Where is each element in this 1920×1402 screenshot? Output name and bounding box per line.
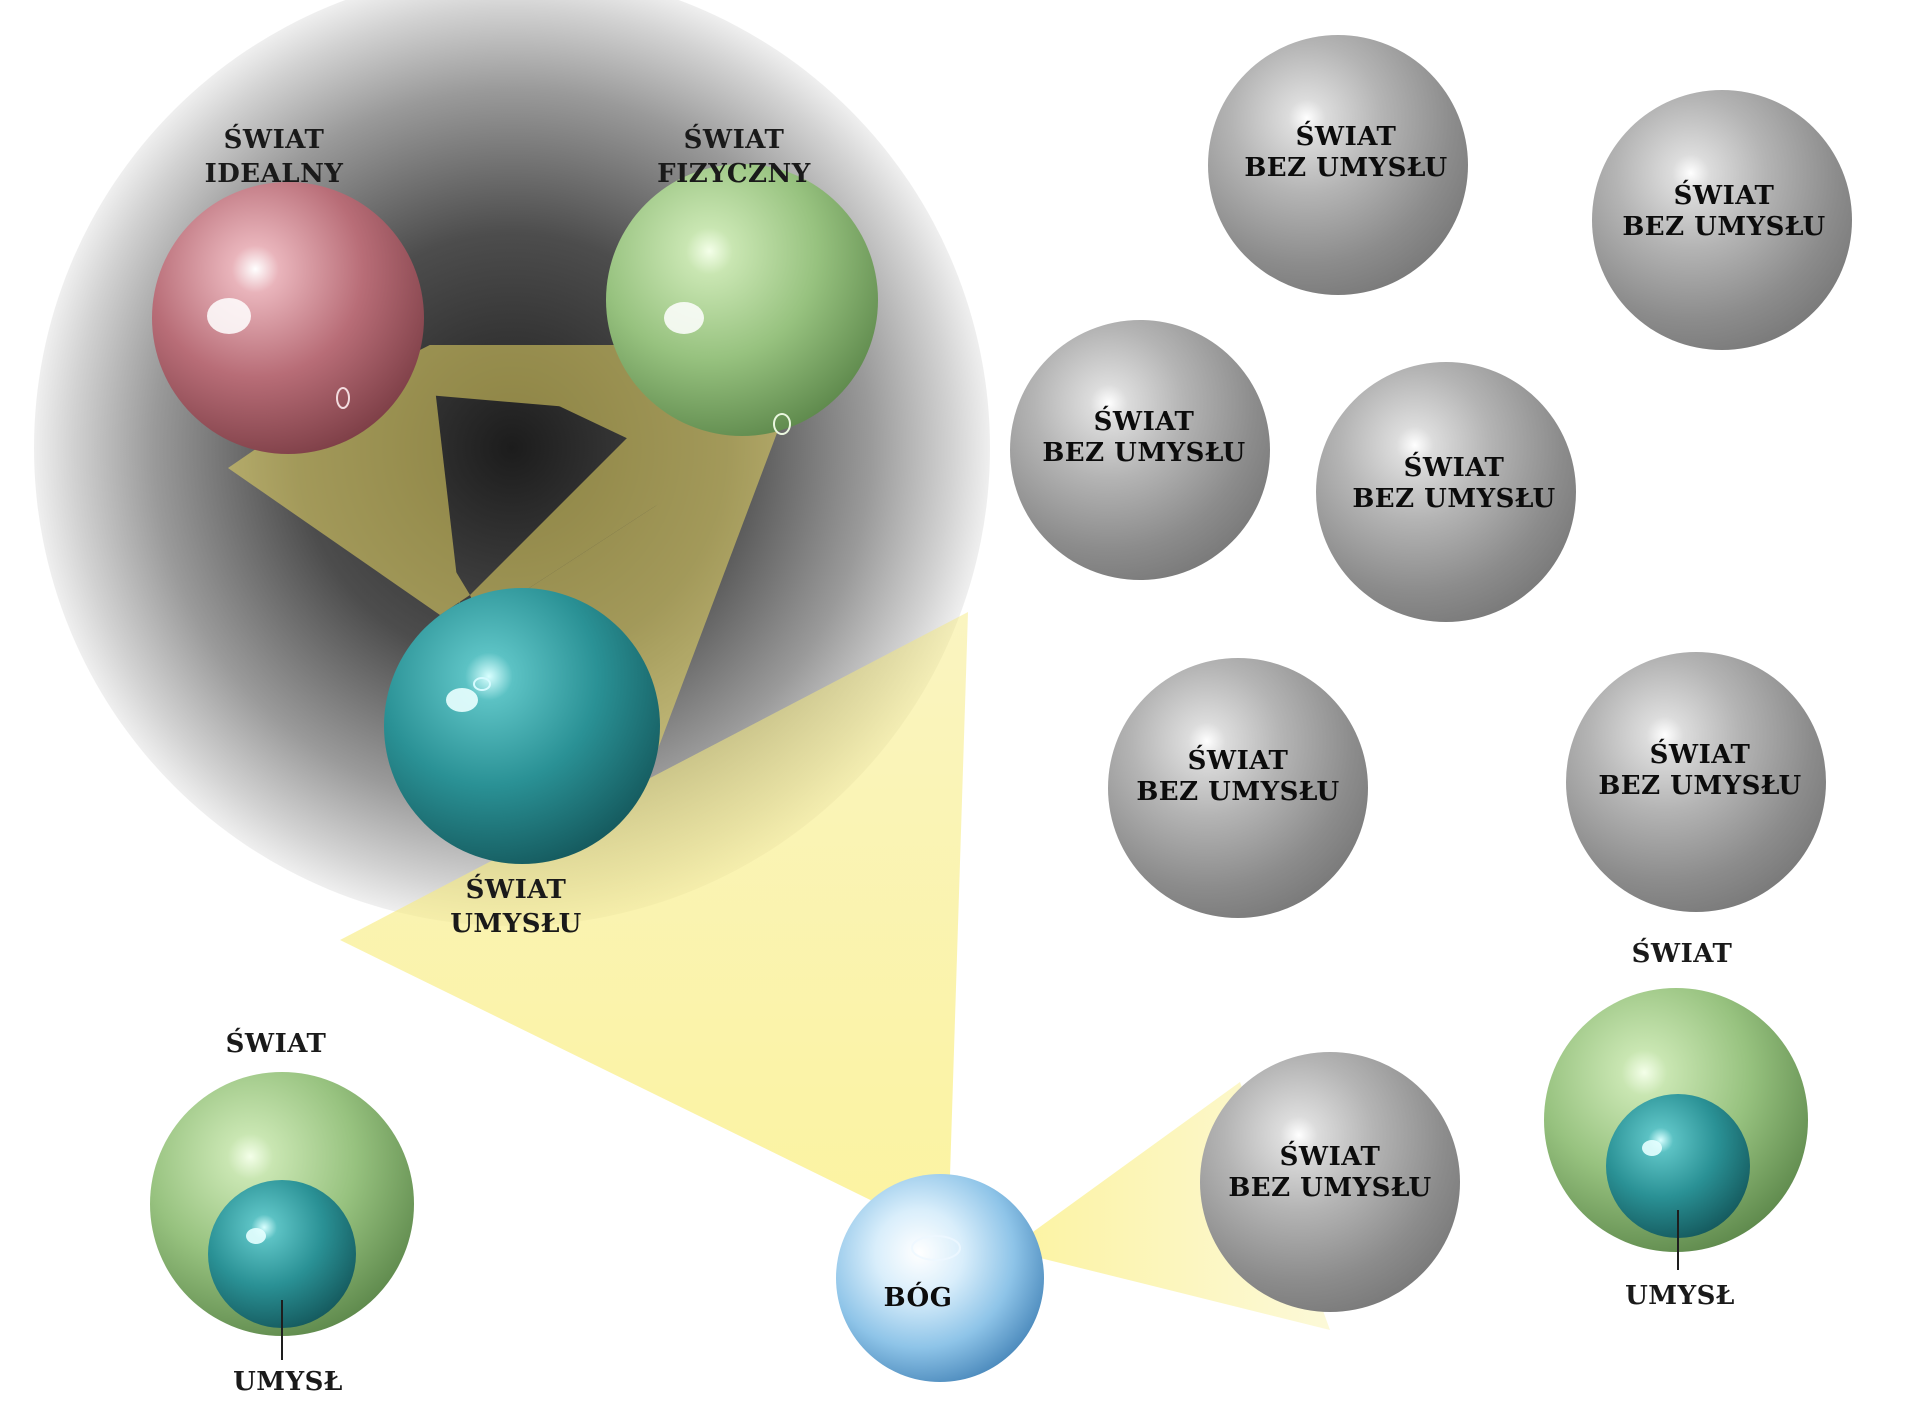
mind-world-sphere xyxy=(384,588,660,864)
mind-world-eye-icon xyxy=(473,677,491,691)
left-world-label: ŚWIAT xyxy=(226,1027,327,1059)
right-mind-label: UMYSŁ xyxy=(1625,1281,1735,1311)
mindless-world-label-line2: BEZ UMYSŁU xyxy=(1352,484,1555,514)
god-sphere-ring xyxy=(911,1235,961,1261)
physical-world-highlight xyxy=(664,302,704,334)
right-world-label: ŚWIAT xyxy=(1632,937,1733,969)
ideal-world-sphere xyxy=(152,182,424,454)
mindless-world-label-line2: BEZ UMYSŁU xyxy=(1136,777,1339,807)
mindless-world-label-line1: ŚWIAT xyxy=(1188,744,1289,776)
ideal-world-highlight xyxy=(207,298,251,334)
god-beam-to-big-sphere xyxy=(340,612,968,1238)
mindless-world-label-line2: BEZ UMYSŁU xyxy=(1598,771,1801,801)
ideal-world-label-line1: ŚWIAT xyxy=(224,123,325,155)
left-mind-highlight xyxy=(246,1228,266,1244)
mindless-world-label-line1: ŚWIAT xyxy=(1280,1140,1381,1172)
mind-world-label-line1: ŚWIAT xyxy=(466,873,567,905)
god-label: BÓG xyxy=(884,1281,953,1313)
mindless-world-label-line2: BEZ UMYSŁU xyxy=(1244,153,1447,183)
mindless-world-label-line1: ŚWIAT xyxy=(1404,451,1505,483)
mindless-world: ŚWIAT BEZ UMYSŁU xyxy=(1316,362,1576,622)
left-mind-sphere xyxy=(208,1180,356,1328)
mind-world-label-line2: UMYSŁU xyxy=(450,909,582,939)
mindless-world-label-line2: BEZ UMYSŁU xyxy=(1622,212,1825,242)
right-mind-highlight xyxy=(1642,1140,1662,1156)
mindless-world-label-line2: BEZ UMYSŁU xyxy=(1228,1173,1431,1203)
mindless-world: ŚWIAT BEZ UMYSŁU xyxy=(1208,35,1468,295)
god-sphere xyxy=(836,1174,1044,1382)
physical-world-eye-icon xyxy=(773,413,791,435)
mind-world-highlight xyxy=(446,688,478,712)
mindless-world: ŚWIAT BEZ UMYSŁU xyxy=(1592,90,1852,350)
physical-world-label-line1: ŚWIAT xyxy=(684,123,785,155)
ideal-world-eye-icon xyxy=(336,387,350,409)
mindless-world-label-line1: ŚWIAT xyxy=(1674,179,1775,211)
left-mind-label: UMYSŁ xyxy=(233,1367,343,1397)
mindless-world-label-line1: ŚWIAT xyxy=(1094,405,1195,437)
right-mind-sphere xyxy=(1606,1094,1750,1238)
mindless-world-label-line1: ŚWIAT xyxy=(1650,738,1751,770)
mindless-world-label-line2: BEZ UMYSŁU xyxy=(1042,438,1245,468)
physical-world-sphere xyxy=(606,164,878,436)
ideal-world-label-line2: IDEALNY xyxy=(205,159,344,189)
physical-world-label-line2: FIZYCZNY xyxy=(657,159,811,189)
mindless-world: ŚWIAT BEZ UMYSŁU xyxy=(1200,1052,1460,1312)
mindless-world: ŚWIAT BEZ UMYSŁU xyxy=(1108,658,1368,918)
mindless-world: ŚWIAT BEZ UMYSŁU xyxy=(1566,652,1826,912)
mindless-world: ŚWIAT BEZ UMYSŁU xyxy=(1010,320,1270,580)
mindless-world-label-line1: ŚWIAT xyxy=(1296,120,1397,152)
